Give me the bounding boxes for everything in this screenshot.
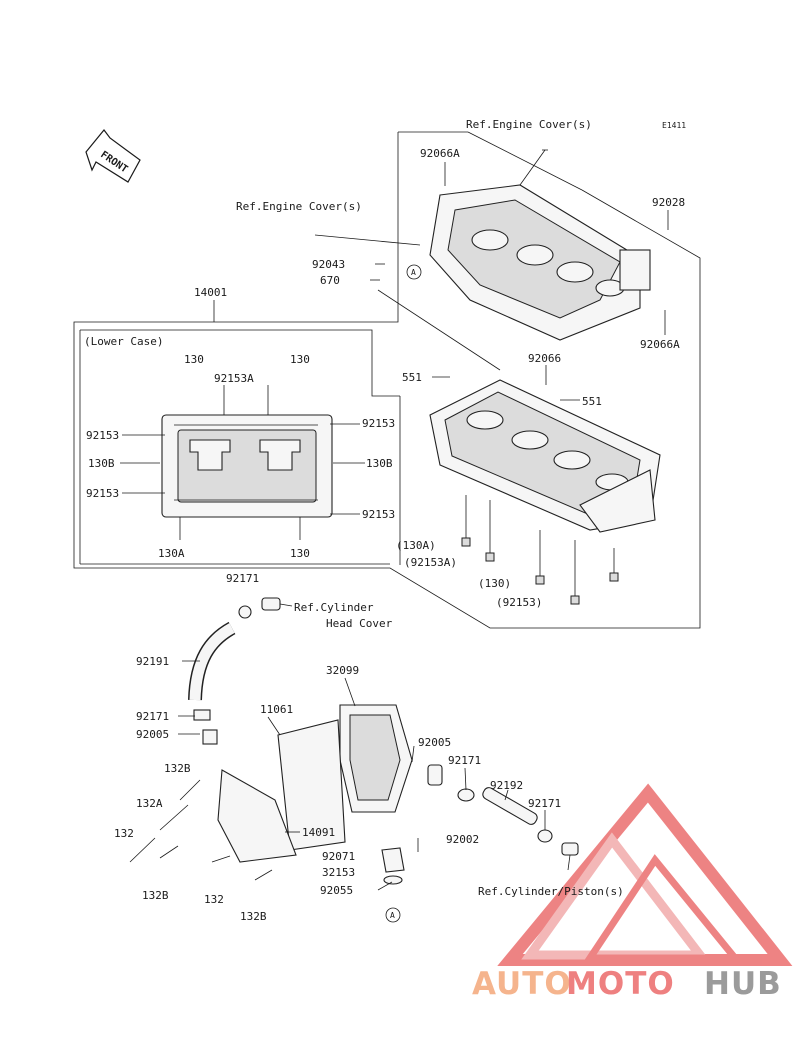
part-92153-l1: 92153 bbox=[86, 429, 119, 442]
cover-bolts bbox=[129, 779, 273, 881]
assembly-boundary bbox=[73, 131, 701, 629]
part-92002: 92002 bbox=[446, 833, 479, 846]
part-130-b: 130 bbox=[290, 353, 310, 366]
part-11061: 11061 bbox=[260, 703, 293, 716]
upper-crankcase bbox=[429, 149, 651, 341]
part-551-right: 551 bbox=[582, 395, 602, 408]
part-132B-left: 132B bbox=[142, 889, 169, 902]
part-132A: 132A bbox=[136, 797, 163, 810]
part-92171-mid: 92171 bbox=[136, 710, 169, 723]
part-92005-left: 92005 bbox=[136, 728, 169, 741]
diagram-code: E1411 bbox=[662, 121, 686, 130]
part-132B-top: 132B bbox=[164, 762, 191, 775]
part-14001: 14001 bbox=[194, 286, 227, 299]
ref-engine-cover-top: Ref.Engine Cover(s) bbox=[466, 118, 592, 131]
part-92153A-paren: (92153A) bbox=[404, 556, 457, 569]
part-32153: 32153 bbox=[322, 866, 355, 879]
part-92066A-top: 92066A bbox=[420, 147, 460, 160]
part-92153-r1: 92153 bbox=[362, 417, 395, 430]
part-130-paren: (130) bbox=[478, 577, 511, 590]
part-92043: 92043 bbox=[312, 258, 345, 271]
part-92153-paren: (92153) bbox=[496, 596, 542, 609]
part-670: 670 bbox=[320, 274, 340, 287]
part-92191: 92191 bbox=[136, 655, 169, 668]
part-130-bottom: 130 bbox=[290, 547, 310, 560]
lower-case-top-view bbox=[161, 414, 333, 518]
part-130B-left: 130B bbox=[88, 457, 115, 470]
part-92071: 92071 bbox=[322, 850, 355, 863]
lower-crankcase-right bbox=[429, 379, 661, 533]
callout-a-circle-top bbox=[406, 264, 422, 280]
part-132-left: 132 bbox=[114, 827, 134, 840]
part-92192: 92192 bbox=[490, 779, 523, 792]
part-92005-right: 92005 bbox=[418, 736, 451, 749]
part-92171-far: 92171 bbox=[528, 797, 561, 810]
ref-engine-cover-left: Ref.Engine Cover(s) bbox=[236, 200, 362, 213]
part-92171-top: 92171 bbox=[226, 572, 259, 585]
part-92171-right: 92171 bbox=[448, 754, 481, 767]
leader-lines bbox=[120, 162, 669, 891]
watermark-logo bbox=[497, 783, 793, 966]
ref-cylinder-head-cover-line2: Head Cover bbox=[326, 617, 393, 630]
callout-a-top: A bbox=[411, 268, 416, 277]
part-130A-bottom: 130A bbox=[158, 547, 185, 560]
breather-hose bbox=[188, 597, 281, 745]
watermark-moto: MOTO bbox=[566, 966, 675, 1002]
part-92066A-right: 92066A bbox=[640, 338, 680, 351]
part-551-left: 551 bbox=[402, 371, 422, 384]
ref-cylinder-piston: Ref.Cylinder/Piston(s) bbox=[478, 885, 624, 898]
watermark-auto: AUTO bbox=[472, 966, 572, 1002]
oil-pan-assembly bbox=[217, 704, 579, 885]
part-132-bottom: 132 bbox=[204, 893, 224, 906]
part-32099: 32099 bbox=[326, 664, 359, 677]
callout-a-circle-bottom bbox=[385, 907, 401, 923]
part-92153-l2: 92153 bbox=[86, 487, 119, 500]
part-130B-right: 130B bbox=[366, 457, 393, 470]
part-92066: 92066 bbox=[528, 352, 561, 365]
ref-cylinder-head-cover-line1: Ref.Cylinder bbox=[294, 601, 374, 614]
part-14091: 14091 bbox=[302, 826, 335, 839]
part-92028: 92028 bbox=[652, 196, 685, 209]
watermark-hub: HUB bbox=[704, 966, 782, 1002]
part-92055: 92055 bbox=[320, 884, 353, 897]
part-labels: Ref.Engine Cover(s) Ref.Engine Cover(s) … bbox=[84, 118, 685, 923]
part-130-a: 130 bbox=[184, 353, 204, 366]
part-92153A: 92153A bbox=[214, 372, 254, 385]
group-lower-case: (Lower Case) bbox=[84, 335, 163, 348]
part-92153-r2: 92153 bbox=[362, 508, 395, 521]
crankcase-bolts bbox=[461, 495, 619, 605]
part-132B-bottom: 132B bbox=[240, 910, 267, 923]
watermark-text: AUTO MOTO HUB bbox=[472, 966, 782, 1002]
callout-a-bottom: A bbox=[390, 911, 395, 920]
part-130A-paren: (130A) bbox=[396, 539, 436, 552]
front-arrow-icon: FRONT bbox=[85, 129, 141, 183]
